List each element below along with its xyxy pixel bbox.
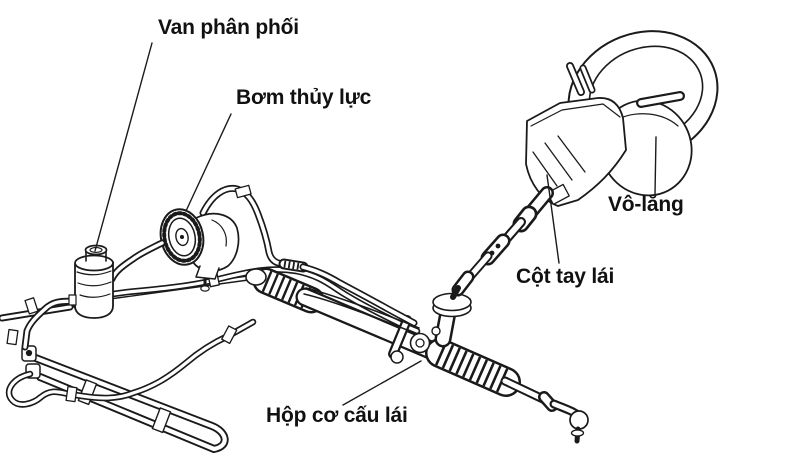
- leader-hydraulic-pump: [185, 113, 232, 212]
- leader-steering-gearbox: [342, 360, 422, 406]
- suction-hose-drawing: [6, 239, 166, 351]
- leader-steering-column: [546, 174, 560, 264]
- label-hydraulic-pump: Bơm thủy lực: [236, 86, 372, 109]
- oil-cooler-drawing: [21, 345, 229, 453]
- pump-drawing: [159, 208, 240, 292]
- tie-rod-end-drawing: [500, 376, 589, 444]
- leader-steering-wheel: [654, 136, 657, 195]
- hoses-drawing: [5, 318, 257, 408]
- leader-lines: [94, 42, 657, 406]
- reservoir-drawing: [68, 244, 114, 319]
- pressure-hose-drawing: [199, 184, 418, 327]
- leader-distribution-valve: [94, 42, 153, 252]
- column-housing-drawing: [525, 62, 627, 207]
- label-steering-wheel: Vô-lăng: [608, 193, 684, 216]
- steering-column-drawing: [450, 186, 554, 300]
- label-distribution-valve: Van phân phối: [158, 16, 299, 39]
- label-steering-column: Cột tay lái: [516, 265, 615, 288]
- label-steering-gearbox: Hộp cơ cấu lái: [266, 404, 408, 427]
- steering-rack-drawing: [245, 267, 521, 397]
